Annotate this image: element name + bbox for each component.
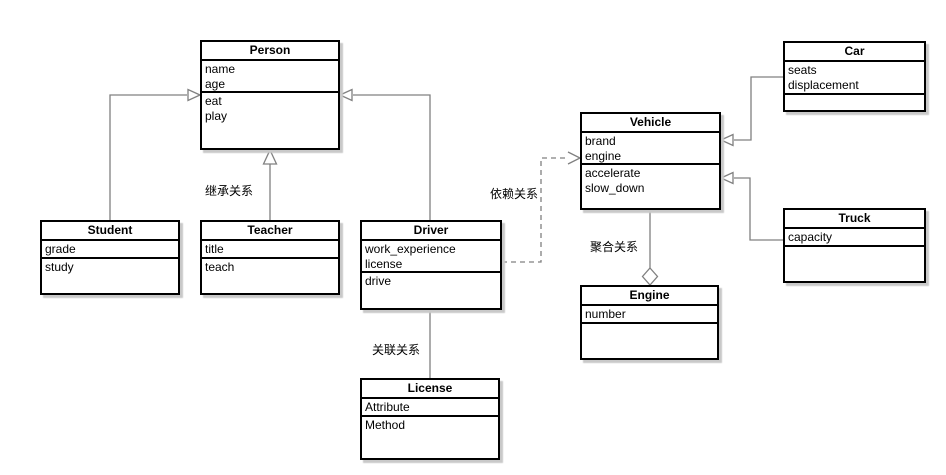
class-car[interactable]: Car seats displacement [783,41,926,112]
class-vehicle[interactable]: Vehicle brand engine accelerate slow_dow… [580,112,721,210]
label-dependency: 依赖关系 [490,187,539,201]
methods-compartment [785,95,924,110]
attribute: work_experience [365,242,456,256]
edge-driver-vehicle-dashed [502,157,567,263]
attributes-compartment: Attribute [362,399,498,417]
class-title: Teacher [202,222,338,241]
arrow-generalization-teacher [262,148,278,165]
attribute: displacement [788,78,859,92]
methods-compartment: accelerate slow_down [582,165,719,208]
attribute: age [205,77,226,91]
edge-truck-vehicle [734,177,783,241]
method: play [205,109,228,123]
label-association: 关联关系 [372,343,421,357]
edge-student-person [109,94,187,220]
attributes-compartment: title [202,241,338,259]
attributes-compartment: work_experience license [362,241,500,273]
diamond-aggregation [641,267,659,286]
attribute: seats [788,63,817,77]
method: slow_down [585,181,645,195]
methods-compartment: drive [362,273,500,308]
arrow-generalization-student [187,88,202,102]
class-teacher[interactable]: Teacher title teach [200,220,340,295]
attribute: capacity [788,230,833,244]
method: teach [205,260,235,274]
class-person[interactable]: Person name age eat play [200,40,340,150]
class-truck[interactable]: Truck capacity [783,208,926,283]
label-aggregation: 聚合关系 [590,240,639,254]
method: eat [205,94,222,108]
attribute: name [205,62,236,76]
attribute: grade [45,242,76,256]
methods-compartment: eat play [202,93,338,148]
methods-compartment [785,247,924,281]
method: Method [365,418,406,432]
class-title: Truck [785,210,924,229]
attributes-compartment: capacity [785,229,924,247]
class-title: License [362,380,498,399]
class-license[interactable]: License Attribute Method [360,378,500,460]
arrow-generalization-car [719,133,734,147]
attributes-compartment: brand engine [582,133,719,165]
methods-compartment: Method [362,417,498,458]
methods-compartment: study [42,259,178,293]
attributes-compartment: seats displacement [785,62,924,95]
class-title: Student [42,222,178,241]
attribute: number [585,307,626,321]
class-student[interactable]: Student grade study [40,220,180,295]
edge-driver-person [353,94,431,220]
methods-compartment: teach [202,259,338,293]
class-title: Vehicle [582,114,719,133]
attribute: license [365,257,403,271]
attribute: brand [585,134,616,148]
methods-compartment [582,324,717,358]
method: accelerate [585,166,641,180]
class-title: Car [785,43,924,62]
attribute: engine [585,149,622,163]
attributes-compartment: grade [42,241,178,259]
method: drive [365,274,392,288]
class-driver[interactable]: Driver work_experience license drive [360,220,502,310]
attributes-compartment: number [582,306,717,324]
class-title: Engine [582,287,717,306]
arrow-generalization-truck [719,171,734,185]
class-engine[interactable]: Engine number [580,285,719,360]
arrow-generalization-driver [338,88,353,102]
method: study [45,260,74,274]
label-inheritance: 继承关系 [205,184,254,198]
edge-car-vehicle [734,76,783,141]
class-title: Person [202,42,338,61]
class-title: Driver [362,222,500,241]
arrow-dependency-open [567,151,582,165]
attribute: title [205,242,224,256]
attributes-compartment: name age [202,61,338,93]
attribute: Attribute [365,400,410,414]
